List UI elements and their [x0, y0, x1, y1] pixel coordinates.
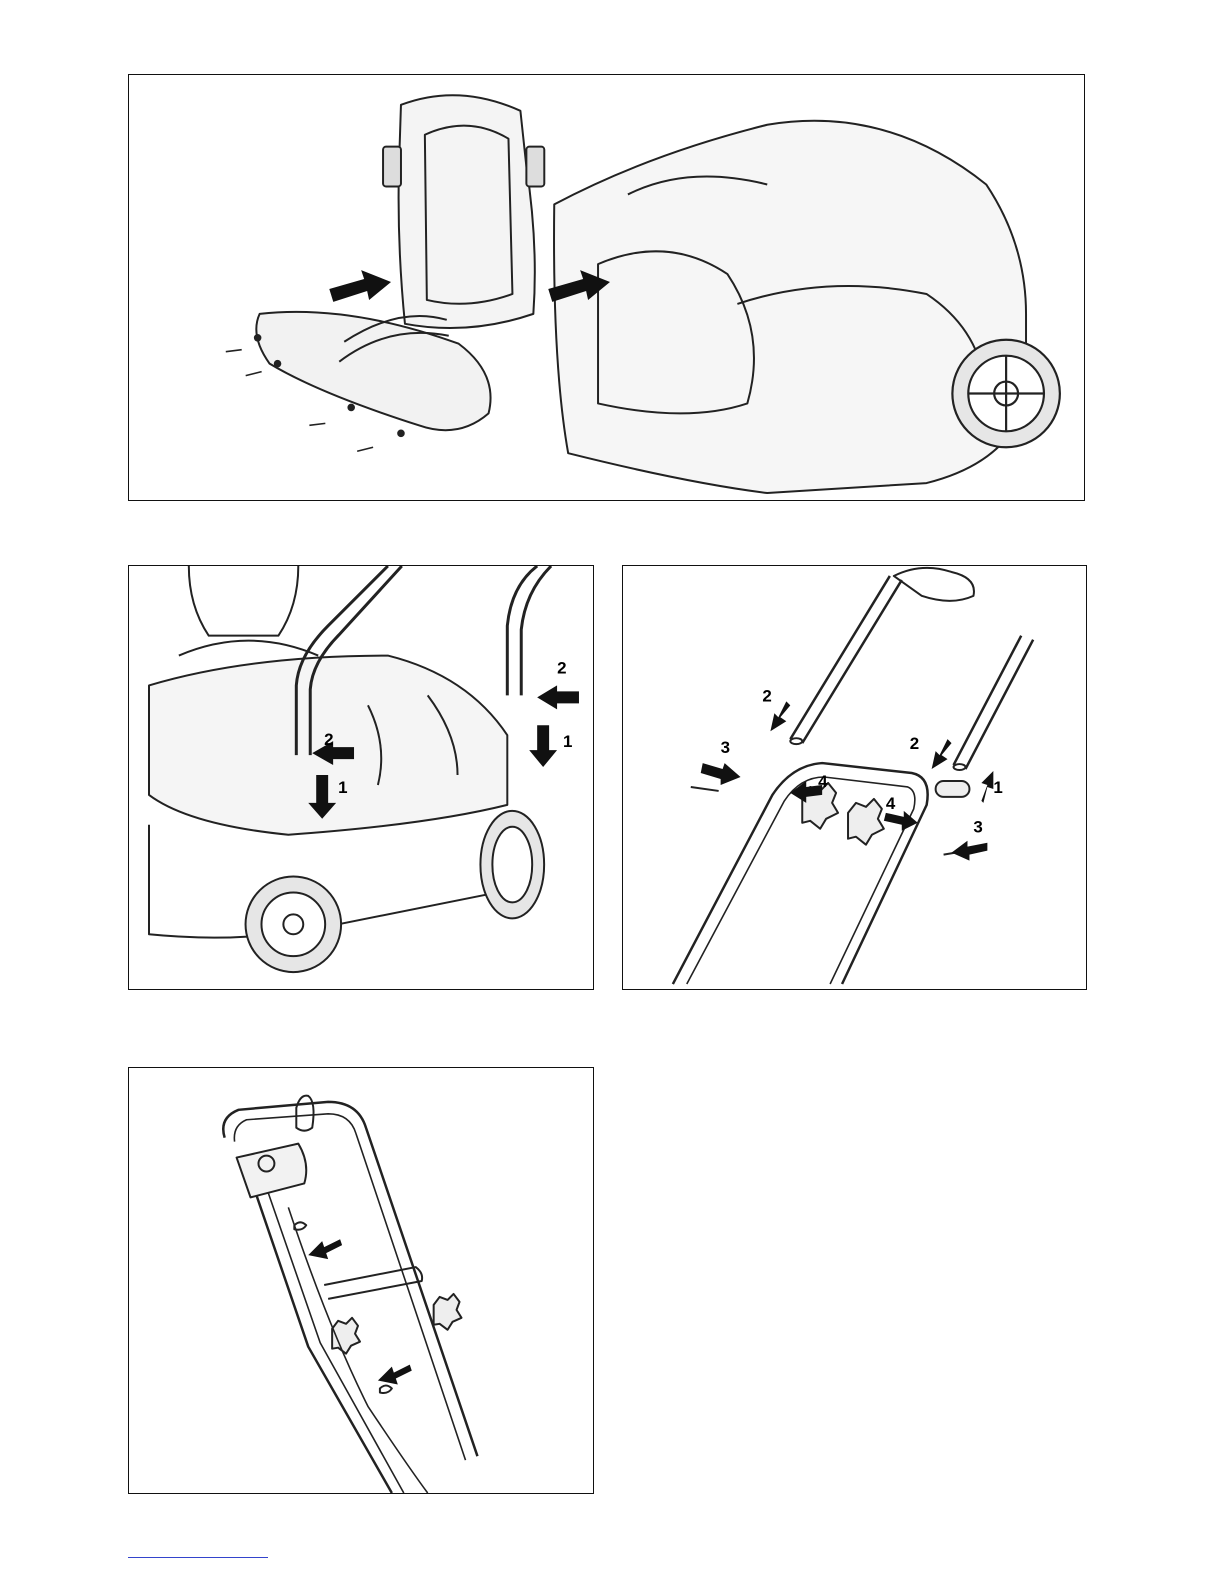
label-step-2-left: 2: [762, 686, 771, 705]
upper-handle-left: [790, 576, 890, 739]
figure-cable-clips: [128, 1067, 594, 1494]
label-step-2-left: 2: [324, 730, 333, 749]
chute-assembly-illustration: [129, 75, 1084, 500]
front-wheel: [246, 877, 342, 973]
figure-handle-insertion: 2 1 2 1: [128, 565, 594, 990]
wheel: [952, 340, 1059, 447]
clip-arrows: [308, 1239, 412, 1384]
handle-fastening-illustration: 2 2 3 4 4 1 3: [623, 566, 1086, 989]
chute-base-plate: [256, 312, 490, 430]
figure-handle-fastening: 2 2 3 4 4 1 3: [622, 565, 1087, 990]
upper-handle-right: [954, 636, 1022, 765]
label-step-2-right: 2: [910, 734, 919, 753]
cable-clips-illustration: [129, 1068, 593, 1493]
footer-link-underline: [128, 1557, 268, 1558]
label-step-1-right: 1: [563, 732, 572, 751]
discharge-chute: [399, 95, 535, 328]
left-rail: [256, 1195, 391, 1493]
left-bolt: [691, 787, 719, 791]
washer-plate: [936, 781, 970, 797]
cross-bar: [324, 1267, 422, 1299]
label-step-1-left: 1: [338, 778, 347, 797]
right-knob: [434, 1294, 462, 1330]
label-step-3-left: 3: [721, 738, 730, 757]
rear-wheel: [480, 811, 544, 918]
label-step-1: 1: [993, 778, 1002, 797]
figure-chute-assembly: [128, 74, 1085, 501]
cable-clip-lower: [380, 1386, 392, 1393]
label-step-2-right: 2: [557, 658, 566, 677]
handle-insertion-illustration: 2 1 2 1: [129, 566, 593, 989]
snow-thrower-housing: [554, 121, 1026, 493]
right-knob: [848, 799, 884, 845]
label-step-3-right: 3: [973, 818, 982, 837]
label-step-4-left: 4: [818, 772, 828, 791]
label-step-4-right: 4: [886, 794, 896, 813]
